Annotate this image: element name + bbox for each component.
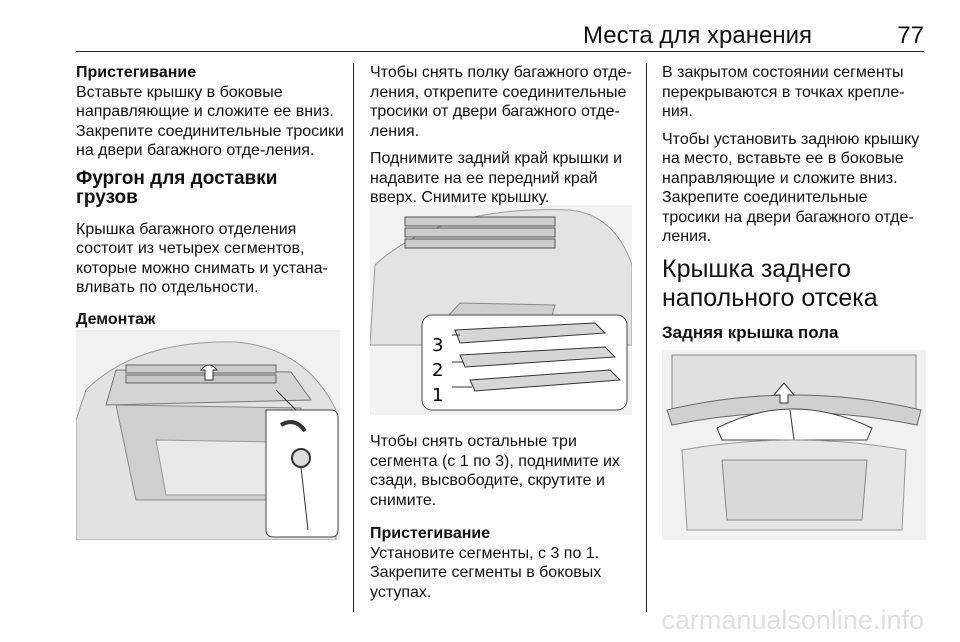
watermark: carmanualsonline.info — [661, 605, 924, 635]
column-divider-1 — [353, 63, 354, 612]
column-2: Чтобы снять полку багажного отде-ления, … — [370, 63, 635, 216]
col2-text-4: Установите сегменты, с 3 по 1. Закрепите… — [370, 544, 602, 601]
col2-text-3: Чтобы снять остальные три сегмента (с 1 … — [370, 433, 620, 509]
header-rule — [76, 51, 924, 52]
page-number: 77 — [897, 22, 924, 49]
segment-label-1: 1 — [432, 385, 443, 406]
col3-text-1: В закрытом состоянии сегменты перекрываю… — [662, 64, 905, 120]
figure-rear-floor-cover — [662, 350, 926, 540]
col2-text-2: Поднимите задний край крышки и надавите … — [370, 150, 623, 206]
heading-rear-floor: Крышка заднего напольного отсека — [662, 254, 878, 312]
heading-floor-cover: Задняя крышка пола — [662, 322, 839, 342]
segment-label-3: 3 — [432, 335, 443, 356]
figure-segments: 3 2 1 — [370, 205, 632, 415]
column-1: Пристегивание Вставьте крышку в боковые … — [76, 63, 344, 329]
heading-van: Фургон для доставки грузов — [76, 167, 278, 208]
column-2-lower: Чтобы снять остальные три сегмента (с 1 … — [370, 432, 635, 610]
heading-removal: Демонтаж — [76, 310, 156, 328]
segment-label-2: 2 — [432, 360, 443, 381]
col3-text-2: Чтобы установить заднюю крышку на место,… — [662, 130, 920, 246]
column-3: В закрытом состоянии сегменты перекрываю… — [662, 63, 927, 342]
column-divider-2 — [646, 63, 647, 612]
van-text: Крышка багажного отделения состоит из че… — [76, 220, 328, 297]
col2-text-1: Чтобы снять полку багажного отде-ления, … — [370, 64, 632, 140]
heading-attach: Пристегивание — [76, 64, 197, 81]
attach-text: Вставьте крышку в боковые направляющие и… — [76, 83, 344, 160]
page-header-title: Места для хранения — [583, 22, 812, 49]
col2-heading-attach: Пристегивание — [370, 525, 491, 542]
figure-cargo-cover-removal — [76, 330, 340, 540]
